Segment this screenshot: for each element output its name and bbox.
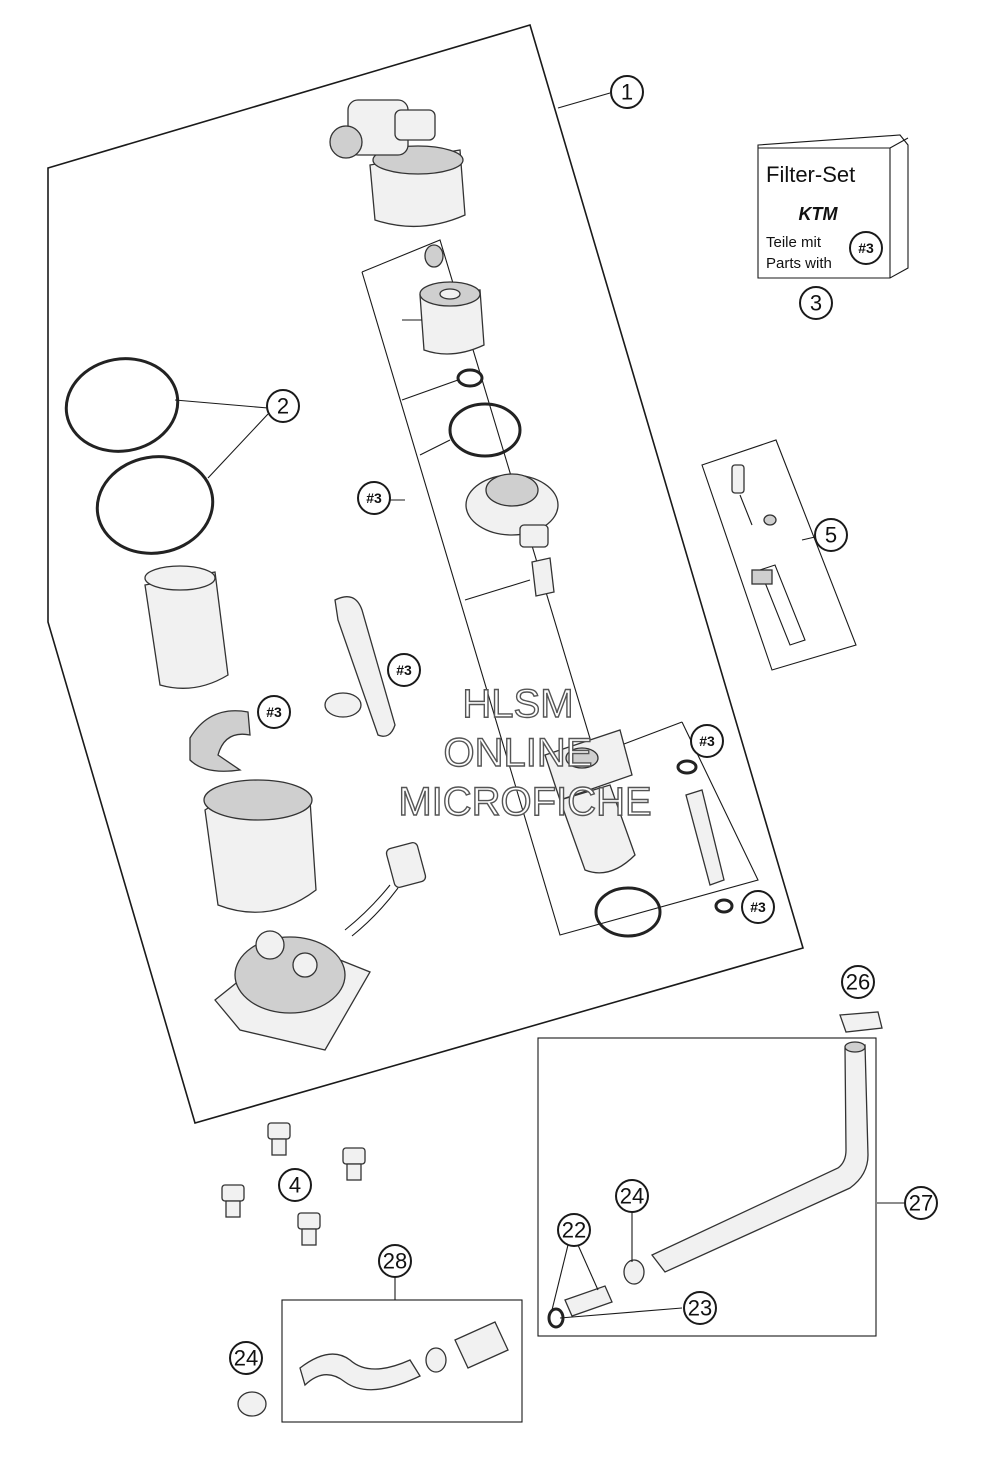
ref-3-badge: #3 [357,481,391,515]
large-o-ring-lower-part [95,455,215,555]
svg-text:#3: #3 [699,733,715,749]
pump-head-part [329,99,466,228]
svg-text:5: 5 [825,523,837,548]
retainer-clip-part [189,710,251,772]
connector-22-part [564,1285,613,1317]
svg-text:MICROFICHE: MICROFICHE [398,780,651,824]
fuel-pump-motor-part [544,729,636,874]
filter-set-package: Filter-Set KTM Teile mit Parts with #3 [757,134,909,279]
svg-text:ONLINE: ONLINE [444,731,593,775]
kit-5-outline [701,439,857,671]
hose-kit-27-outline [537,1037,877,1337]
svg-text:23: 23 [688,1296,712,1321]
svg-text:HLSM: HLSM [462,682,573,726]
callout-28: 28 [378,1244,412,1278]
svg-text:#3: #3 [366,490,382,506]
pressure-regulator-part [465,473,559,548]
hose-end-part [844,1041,866,1053]
callout-2: 2 [266,389,300,423]
rod-o-ring-top-part [676,759,698,775]
svg-text:28: 28 [383,1249,407,1274]
fuel-hose-27-part [650,1044,869,1273]
ref-3-badge: #3 [257,695,291,729]
spring-part [424,244,444,268]
svg-text:#3: #3 [858,240,874,256]
bottom-o-ring-part [594,886,662,938]
fuel-hose-28-part [299,1353,421,1391]
hose-clamp-24-left-part [237,1391,267,1417]
svg-text:#3: #3 [266,704,282,720]
ktm-logo: KTM [799,204,839,224]
strainer-plate-part [324,596,396,737]
screw-part [221,1184,245,1218]
quick-connector-28-part [454,1321,509,1369]
callout-22: 22 [557,1213,591,1247]
filter-set-badge: #3 [849,231,883,265]
leader-lines [174,92,905,1319]
callout-1: 1 [610,75,644,109]
svg-text:24: 24 [620,1184,644,1209]
hose-clamp-24-right-part [623,1259,645,1285]
callout-27: 27 [904,1186,938,1220]
callout-26: 26 [841,965,875,999]
callout-4: 4 [278,1168,312,1202]
svg-text:1: 1 [621,80,633,105]
callout-23: 23 [683,1291,717,1325]
callout-5: 5 [814,518,848,552]
svg-text:27: 27 [909,1191,933,1216]
pump-housing-part [203,779,317,913]
rod-o-ring-bottom-part [714,898,734,914]
filter-set-title: Filter-Set [766,162,855,187]
level-sensor-part [731,464,806,646]
watermark: HLSM ONLINE MICROFICHE [398,681,653,824]
large-o-ring-upper-part [64,357,180,453]
svg-text:3: 3 [810,291,822,316]
svg-text:#3: #3 [750,899,766,915]
fuel-rod-part [685,789,725,886]
callout-24-right: 24 [615,1179,649,1213]
callout-24-left: 24 [229,1341,263,1375]
svg-text:24: 24 [234,1346,258,1371]
connector-plug-part [344,842,427,937]
screw-part [342,1147,366,1181]
ref-3-badge: #3 [387,653,421,687]
filter-sleeve-part [144,565,229,689]
screw-part [297,1212,321,1246]
filter-cartridge-part [419,281,485,355]
svg-text:4: 4 [289,1173,301,1198]
ref-3-badge: #3 [741,890,775,924]
flange-base-part [214,930,371,1051]
svg-text:#3: #3 [396,662,412,678]
hose-clamp-26-part [839,1011,883,1033]
screw-part [267,1122,291,1156]
small-o-ring-part [456,368,484,388]
filter-set-line2: Parts with [766,255,832,272]
svg-text:22: 22 [562,1218,586,1243]
svg-text:2: 2 [277,394,289,419]
sleeve-part [531,557,555,597]
filter-set-line1: Teile mit [766,234,822,251]
callout-3: 3 [799,286,833,320]
assembly-1-outline [47,24,804,1124]
hose-kit-28-outline [281,1299,523,1423]
mid-o-ring-part [448,402,522,458]
svg-text:26: 26 [846,970,870,995]
ref-3-badge: #3 [690,724,724,758]
hose-clamp-28-part [425,1347,447,1373]
